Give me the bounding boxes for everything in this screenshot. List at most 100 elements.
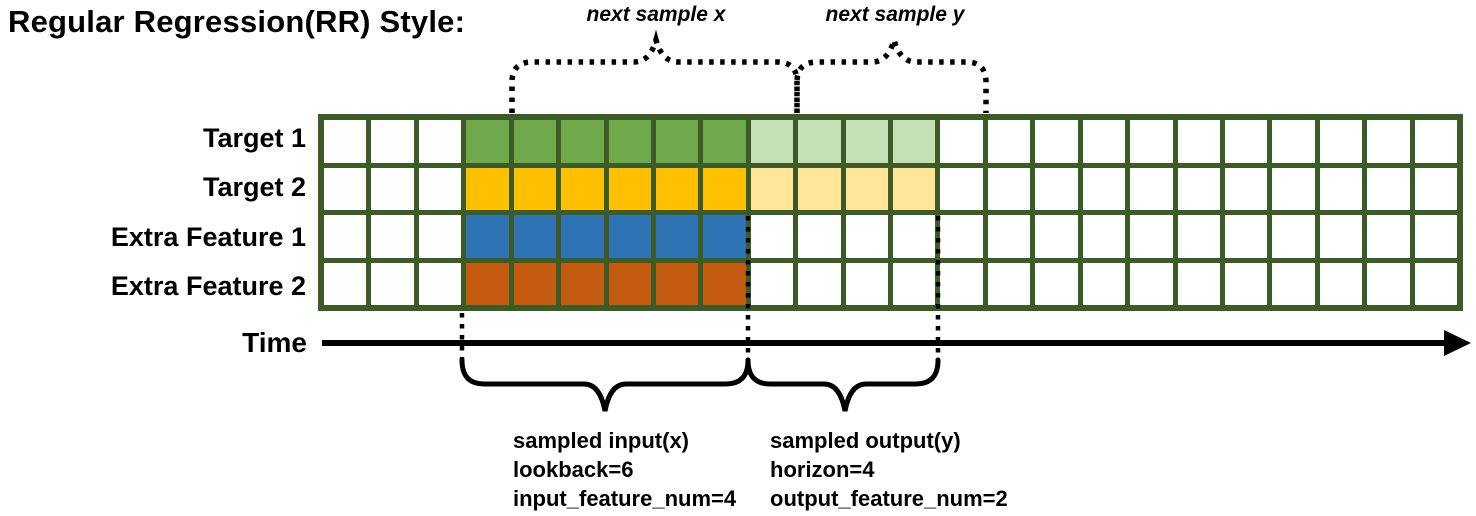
grid-cell bbox=[750, 120, 794, 163]
grid-cell bbox=[1367, 167, 1410, 210]
grid-cell bbox=[324, 167, 367, 210]
grid-cell bbox=[324, 262, 367, 305]
sampled-input-line1: sampled input(x) bbox=[513, 428, 690, 453]
grid-cell bbox=[1035, 262, 1078, 305]
grid-cell bbox=[987, 167, 1031, 210]
grid-cell bbox=[466, 262, 509, 305]
grid-cell bbox=[1272, 262, 1315, 305]
grid-cell bbox=[893, 167, 936, 210]
grid-cell bbox=[1367, 215, 1410, 258]
grid-cell bbox=[798, 120, 841, 163]
grid-cell bbox=[1414, 262, 1457, 305]
grid-cell bbox=[1130, 167, 1173, 210]
grid-cell bbox=[561, 215, 604, 258]
grid-cell bbox=[893, 120, 936, 163]
grid-cell bbox=[798, 167, 841, 210]
grid-cell bbox=[1177, 120, 1220, 163]
grid-cell bbox=[561, 262, 604, 305]
grid-cell bbox=[1224, 120, 1268, 163]
grid-cell bbox=[513, 215, 557, 258]
grid-cell bbox=[1224, 167, 1268, 210]
grid-cell bbox=[324, 120, 367, 163]
sampled-input-note: sampled input(x) lookback=6 input_featur… bbox=[513, 426, 736, 513]
grid-cell bbox=[1082, 215, 1126, 258]
grid-cell bbox=[1082, 167, 1126, 210]
sampled-input-line2: lookback=6 bbox=[513, 457, 634, 482]
grid-cell bbox=[750, 167, 794, 210]
time-axis-label: Time bbox=[242, 327, 307, 358]
sampled-output-line3: output_feature_num=2 bbox=[770, 486, 1008, 511]
grid-cell bbox=[1272, 120, 1315, 163]
grid-cell bbox=[655, 262, 699, 305]
row-label: Extra Feature 1 bbox=[110, 221, 306, 252]
grid-cell bbox=[513, 120, 557, 163]
grid-cell bbox=[703, 262, 746, 305]
grid-cell bbox=[987, 262, 1031, 305]
grid-cell bbox=[1319, 215, 1363, 258]
grid-cell bbox=[418, 215, 462, 258]
grid-cell bbox=[1367, 120, 1410, 163]
grid-cell bbox=[750, 262, 794, 305]
grid-cell bbox=[466, 167, 509, 210]
grid-cell bbox=[324, 215, 367, 258]
grid-cell bbox=[845, 120, 888, 163]
grid-cell bbox=[1177, 167, 1220, 210]
grid-cell bbox=[1319, 167, 1363, 210]
time-axis-arrowhead bbox=[1444, 330, 1471, 356]
grid-cell bbox=[371, 215, 414, 258]
grid-cell bbox=[1082, 262, 1126, 305]
grid-cell bbox=[703, 215, 746, 258]
grid-cell bbox=[1414, 167, 1457, 210]
grid-cell bbox=[608, 215, 651, 258]
input-brace bbox=[459, 357, 751, 412]
grid-cell bbox=[893, 215, 936, 258]
grid-cell bbox=[418, 120, 462, 163]
grid-cell bbox=[703, 120, 746, 163]
grid-cell bbox=[608, 167, 651, 210]
grid-cell bbox=[1272, 215, 1315, 258]
grid-cell bbox=[750, 215, 794, 258]
grid-cell bbox=[371, 167, 414, 210]
grid-cell bbox=[1035, 167, 1078, 210]
grid-cell bbox=[1319, 262, 1363, 305]
grid-cell bbox=[1414, 120, 1457, 163]
grid-cell bbox=[845, 215, 888, 258]
row-label: Target 2 bbox=[202, 172, 306, 203]
grid-cell bbox=[845, 262, 888, 305]
grid-cell bbox=[1224, 215, 1268, 258]
grid-cell bbox=[513, 167, 557, 210]
grid-cell bbox=[1224, 262, 1268, 305]
grid-cell bbox=[655, 120, 699, 163]
grid-cell bbox=[1367, 262, 1410, 305]
sampled-output-line2: horizon=4 bbox=[770, 457, 875, 482]
grid-cell bbox=[1130, 262, 1173, 305]
grid-cell bbox=[798, 215, 841, 258]
grid-cell bbox=[1035, 215, 1078, 258]
grid-cell bbox=[893, 262, 936, 305]
output-brace bbox=[745, 357, 941, 412]
grid-cell bbox=[940, 262, 983, 305]
grid-cell bbox=[1414, 215, 1457, 258]
diagram-title: Regular Regression(RR) Style: bbox=[8, 4, 466, 39]
grid-cell bbox=[608, 262, 651, 305]
row-label: Target 1 bbox=[202, 123, 306, 154]
grid-cell bbox=[655, 215, 699, 258]
grid-cell bbox=[845, 167, 888, 210]
grid-cell bbox=[418, 167, 462, 210]
sample-grid bbox=[318, 114, 1463, 311]
grid-cell bbox=[418, 262, 462, 305]
grid-cell bbox=[371, 120, 414, 163]
grid-cell bbox=[1130, 120, 1173, 163]
grid-cell bbox=[655, 167, 699, 210]
grid-cell bbox=[940, 167, 983, 210]
next-sample-x-label: next sample x bbox=[586, 3, 726, 26]
grid-cell bbox=[940, 120, 983, 163]
grid-cell bbox=[513, 262, 557, 305]
grid-cell bbox=[1177, 262, 1220, 305]
grid-cell bbox=[466, 120, 509, 163]
grid-cell bbox=[1035, 120, 1078, 163]
grid-cell bbox=[561, 120, 604, 163]
grid-cell bbox=[798, 262, 841, 305]
next-sample-x-brace bbox=[509, 29, 800, 113]
